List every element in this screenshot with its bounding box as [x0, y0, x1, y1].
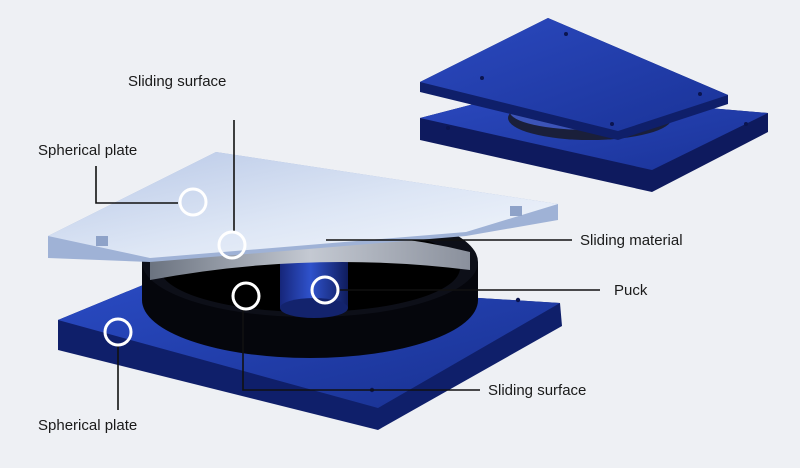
ring-spherical-plate-top — [178, 187, 208, 217]
small-top-plate — [420, 18, 728, 131]
top-spherical-plate-illustration — [48, 152, 558, 280]
label-sliding-surface-bottom: Sliding surface — [488, 382, 586, 399]
ring-sliding-surface-bottom — [231, 281, 261, 311]
ring-puck — [310, 275, 340, 305]
ring-sliding-surface-top — [217, 230, 247, 260]
ring-spherical-plate-bottom — [103, 317, 133, 347]
leader-sliding-surface-bottom — [242, 307, 480, 391]
top-plate-face — [48, 152, 558, 258]
assembled-bearing-illustration — [420, 18, 768, 192]
label-sliding-surface-top: Sliding surface — [128, 73, 226, 90]
callout-lines — [95, 120, 600, 410]
leader-spherical-plate-top — [95, 166, 178, 204]
label-spherical-plate-top: Spherical plate — [38, 142, 137, 159]
label-spherical-plate-bottom: Spherical plate — [38, 417, 137, 434]
label-puck: Puck — [614, 282, 648, 299]
callout-rings — [103, 187, 340, 347]
label-sliding-material: Sliding material — [580, 232, 683, 249]
